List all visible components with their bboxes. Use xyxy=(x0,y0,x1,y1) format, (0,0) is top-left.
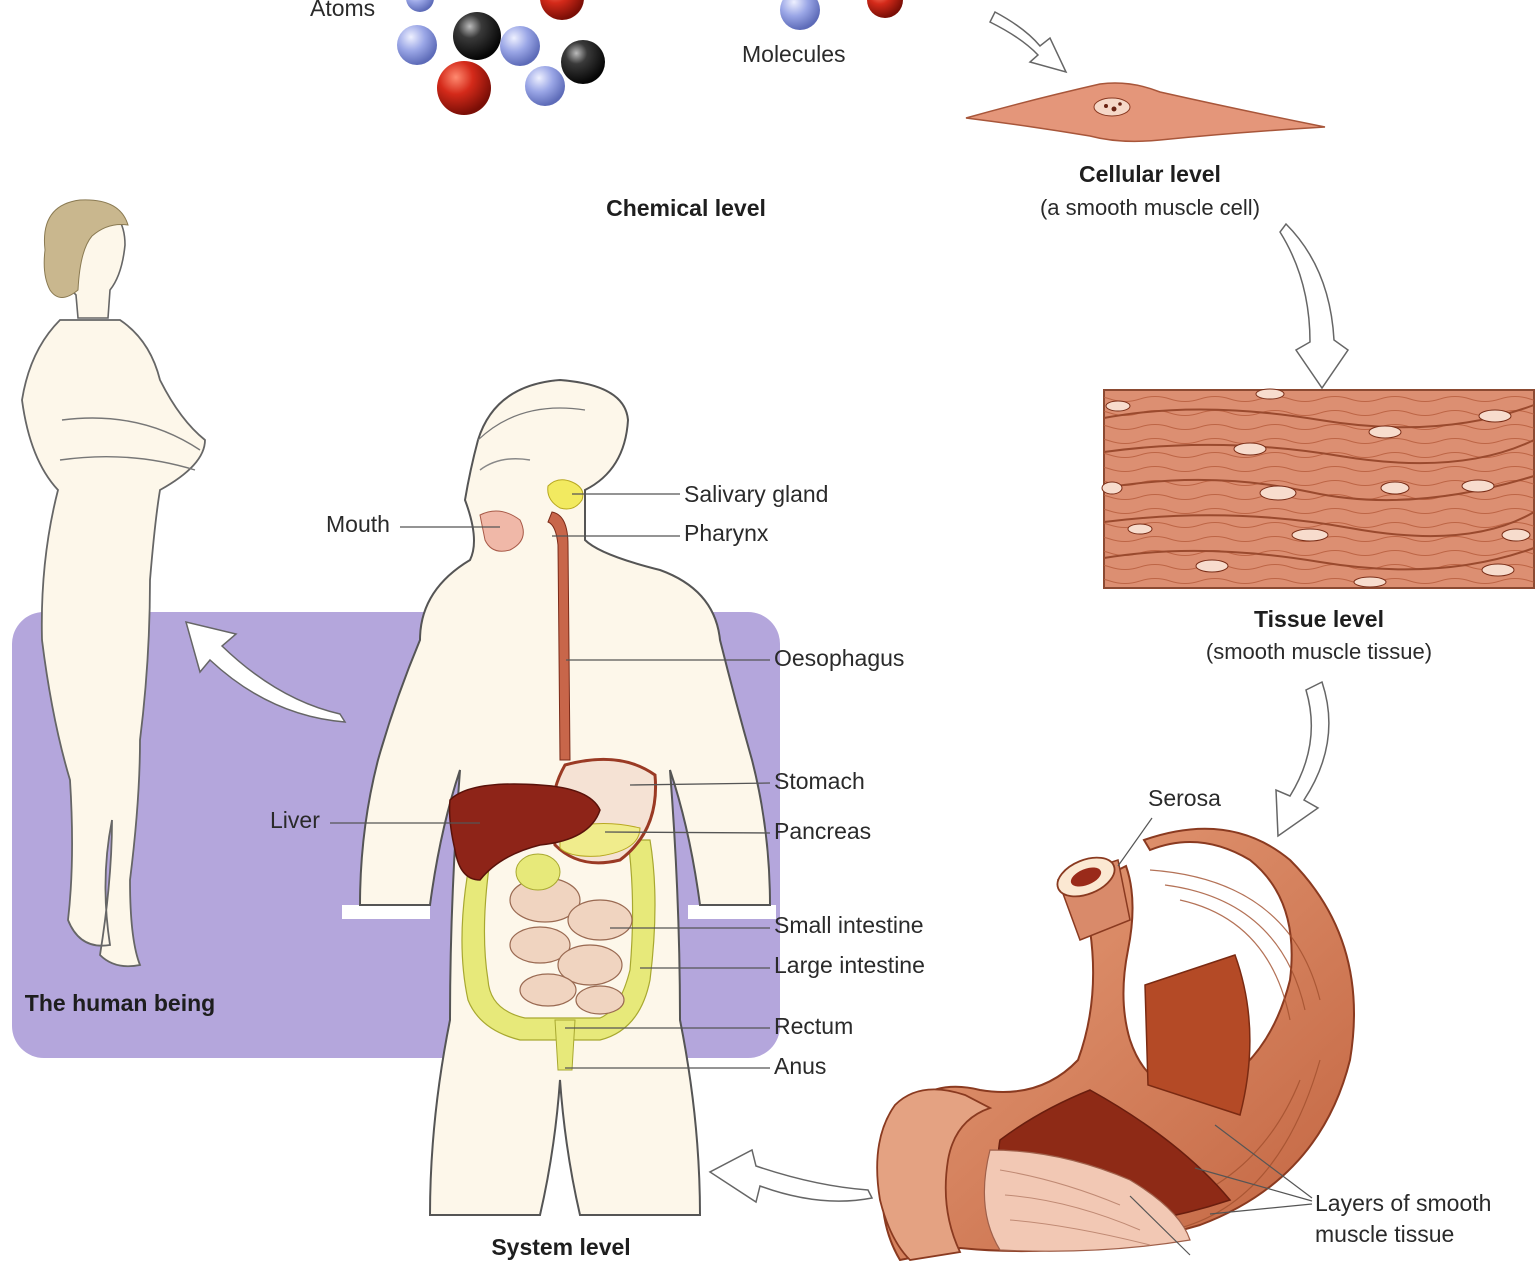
arrow-chemical-to-cellular xyxy=(990,12,1066,72)
arrow-organ-to-system xyxy=(710,1150,872,1202)
label-pharynx: Pharynx xyxy=(684,520,769,546)
layers-label-line2: muscle tissue xyxy=(1315,1221,1454,1247)
atom-oxygen xyxy=(437,61,491,115)
smooth-muscle-tissue xyxy=(1102,389,1534,588)
atom-hydrogen xyxy=(500,26,540,66)
atom-carbon xyxy=(453,12,501,60)
panel-notch-left xyxy=(342,905,430,919)
label-large-intestine: Large intestine xyxy=(774,952,925,978)
molecule-hydrogen xyxy=(780,0,820,30)
arrow-cellular-to-tissue xyxy=(1280,224,1348,388)
atom-hydrogen xyxy=(525,66,565,106)
chemical-level-title: Chemical level xyxy=(606,195,766,221)
atom-hydrogen xyxy=(406,0,434,12)
molecules-label: Molecules xyxy=(742,41,846,67)
atom-hydrogen xyxy=(397,25,437,65)
label-liver: Liver xyxy=(270,807,320,833)
label-anus: Anus xyxy=(774,1053,826,1079)
layers-label-line1: Layers of smooth xyxy=(1315,1190,1491,1216)
atom-oxygen xyxy=(540,0,584,20)
stomach-organ-illustration xyxy=(877,818,1354,1260)
atoms-label: Atoms xyxy=(310,0,375,21)
atom-carbon xyxy=(561,40,605,84)
cellular-level-title: Cellular level xyxy=(1079,161,1221,187)
cellular-level-subtitle: (a smooth muscle cell) xyxy=(1040,195,1260,220)
system-level-title: System level xyxy=(491,1234,630,1260)
tissue-level-subtitle: (smooth muscle tissue) xyxy=(1206,639,1432,664)
smooth-muscle-cell xyxy=(966,83,1325,141)
arrow-tissue-to-organ xyxy=(1276,682,1329,836)
label-salivary-gland: Salivary gland xyxy=(684,481,828,507)
label-oesophagus: Oesophagus xyxy=(774,645,904,671)
label-mouth: Mouth xyxy=(326,511,390,537)
label-stomach: Stomach xyxy=(774,768,865,794)
serosa-label: Serosa xyxy=(1148,785,1221,811)
tissue-level-title: Tissue level xyxy=(1254,606,1384,632)
panel-notch-right xyxy=(688,905,776,919)
label-rectum: Rectum xyxy=(774,1013,853,1039)
label-pancreas: Pancreas xyxy=(774,818,871,844)
molecule-oxygen xyxy=(867,0,903,18)
label-small-intestine: Small intestine xyxy=(774,912,924,938)
human-being-title: The human being xyxy=(25,990,215,1016)
